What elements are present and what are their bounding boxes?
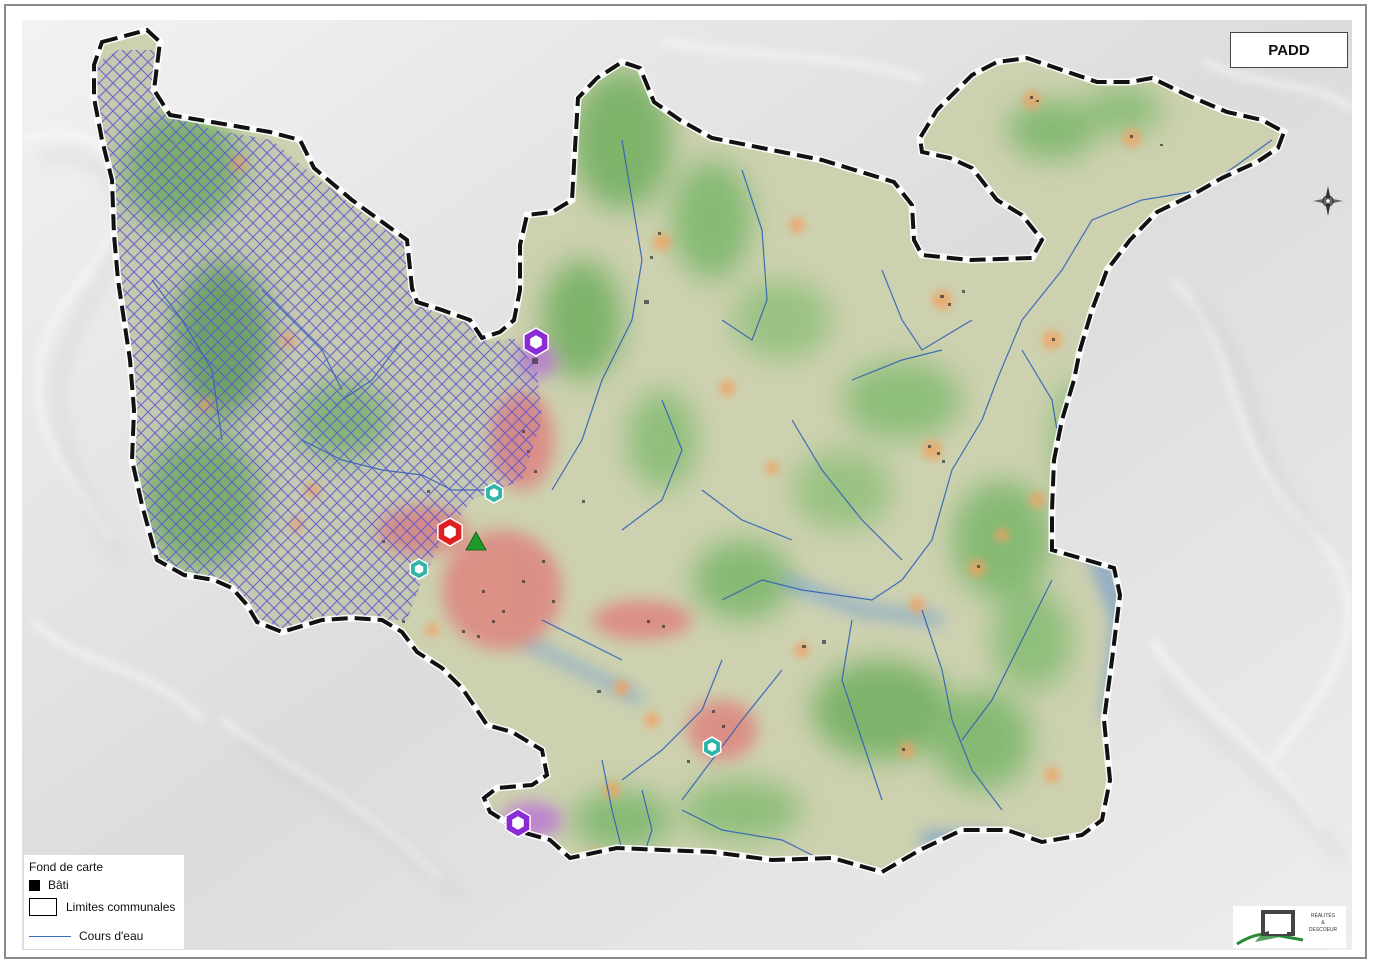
logo-text: RÉALITÉS & DESCOEUR (1303, 913, 1343, 934)
logo-text-line3: DESCOEUR (1308, 927, 1338, 933)
hillshade-shadows (40, 152, 1346, 903)
hexagon-marker-icon[interactable] (409, 558, 429, 580)
compass-icon (1313, 186, 1343, 216)
triangle-marker-icon[interactable] (465, 531, 487, 551)
legend-item-limites: Limites communales (29, 898, 175, 916)
hatched-zone (94, 50, 542, 632)
map-canvas[interactable] (22, 20, 1352, 950)
legend-heading: Fond de carte (29, 860, 104, 874)
legend-label-cours-eau: Cours d'eau (79, 929, 144, 943)
hexagon-marker-icon[interactable] (505, 808, 531, 838)
legend-symbol-bati (29, 879, 40, 891)
legend-symbol-limites (29, 898, 57, 916)
logo-text-line2: & (1321, 920, 1325, 926)
hexagon-marker-icon[interactable] (484, 482, 504, 504)
hexagon-marker-icon[interactable] (702, 736, 722, 758)
map-legend: Fond de carte Bâti Limites communales Co… (24, 855, 184, 949)
legend-item-cours-eau: Cours d'eau (29, 929, 143, 943)
commune-area (94, 30, 1284, 872)
logo-text-line1: RÉALITÉS (1310, 913, 1336, 919)
legend-item-bati: Bâti (29, 878, 69, 892)
hexagon-marker-icon[interactable] (437, 517, 463, 547)
map-title: PADD (1230, 32, 1348, 68)
logo: RÉALITÉS & DESCOEUR (1233, 906, 1346, 948)
legend-label-bati: Bâti (48, 878, 69, 892)
legend-label-limites: Limites communales (66, 900, 176, 914)
hexagon-marker-icon[interactable] (523, 327, 549, 357)
legend-symbol-cours-eau (29, 935, 71, 937)
logo-icon (1236, 910, 1304, 946)
